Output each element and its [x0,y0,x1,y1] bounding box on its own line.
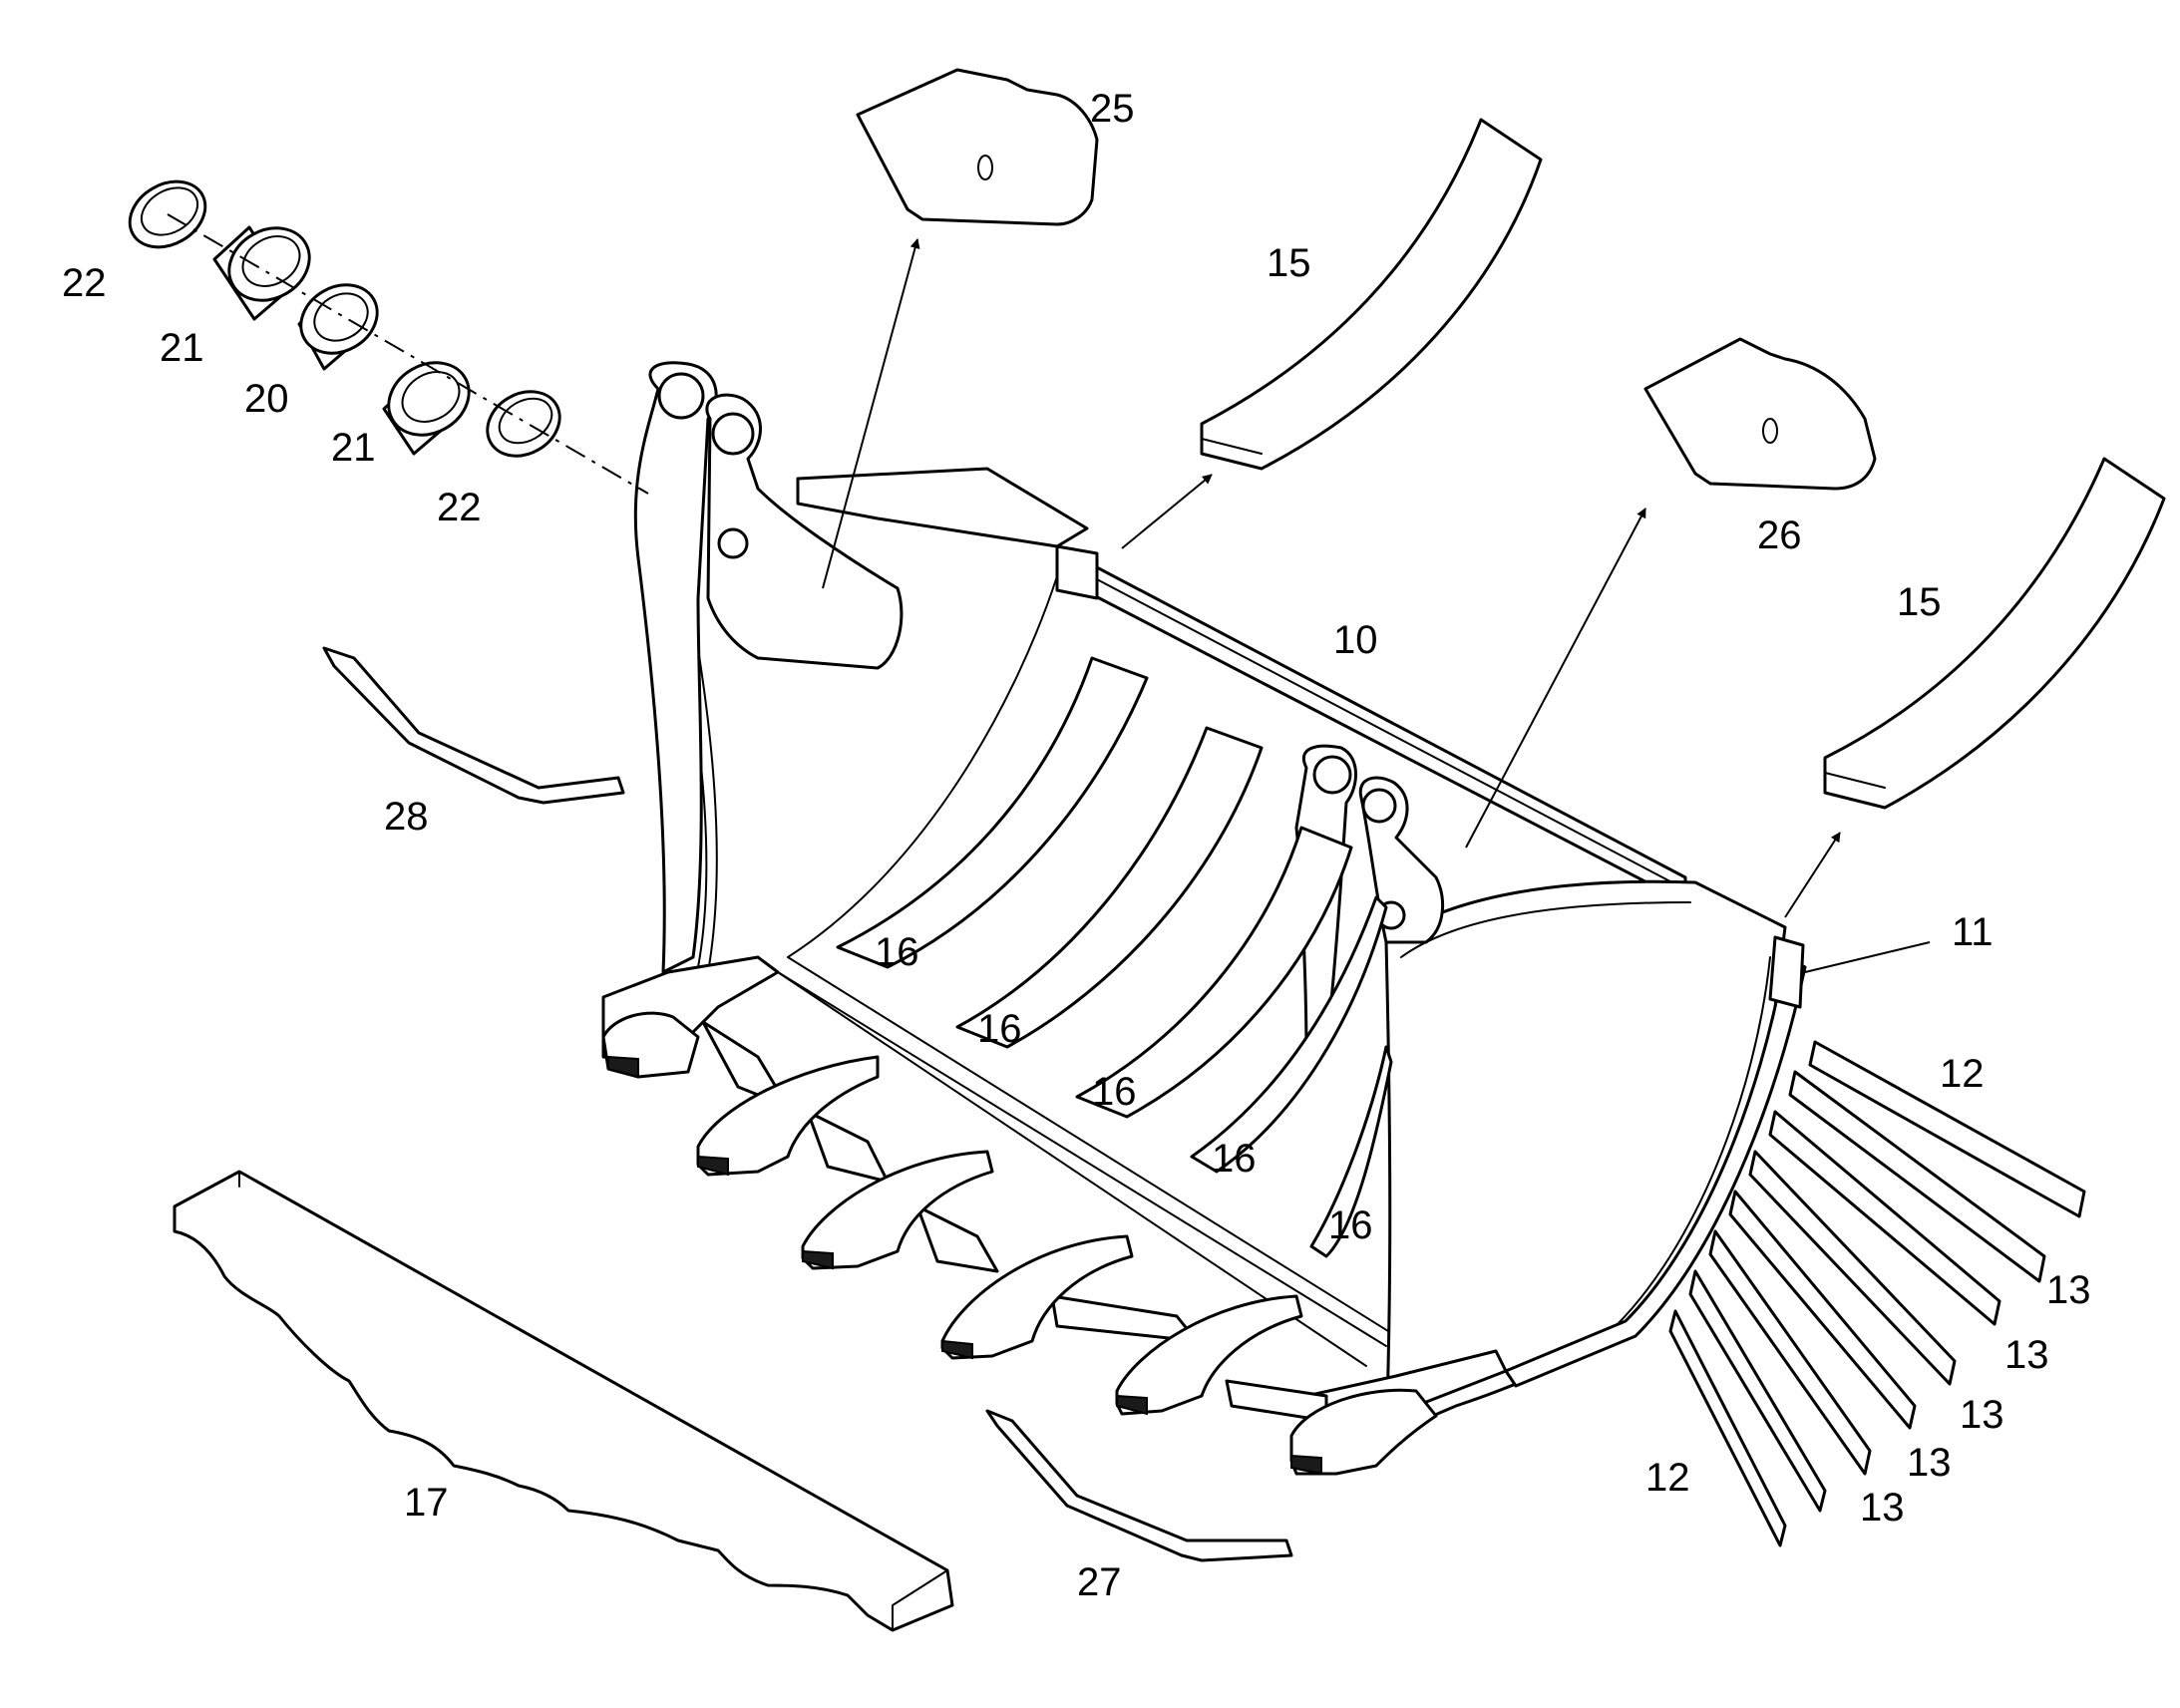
label-16a: 16 [875,930,919,974]
part-27 [985,1409,1293,1562]
label-22a: 22 [62,261,107,305]
label-13b: 13 [2004,1333,2049,1377]
label-16d: 16 [1212,1137,1257,1181]
label-16e: 16 [1328,1203,1373,1247]
label-22b: 22 [437,486,482,529]
wear-strips-16 [836,656,1393,1258]
label-21a: 21 [160,326,204,370]
label-25: 25 [1090,87,1135,131]
label-16b: 16 [977,1007,1022,1051]
part-26-plate [1643,337,1877,491]
explosion-arrows [822,238,1931,973]
pin-assembly [128,179,649,495]
label-21b: 21 [331,426,376,470]
bucket-body [677,544,1807,1438]
part-25-plate [856,68,1099,226]
label-26: 26 [1757,513,1802,557]
label-12a: 12 [1940,1052,1985,1096]
left-lift-bracket [601,361,1099,1064]
label-17: 17 [404,1481,449,1525]
part-15-upper [1200,118,1543,471]
label-20: 20 [244,377,289,421]
label-15a: 15 [1267,241,1311,285]
label-12b: 12 [1645,1456,1690,1500]
label-13c: 13 [1960,1393,2004,1437]
teeth-row [601,971,1438,1476]
label-28: 28 [384,795,429,839]
label-11: 11 [1952,910,1994,954]
label-16c: 16 [1092,1070,1137,1114]
part-15-lower [1823,457,2166,810]
part-labels: 25 15 22 21 20 21 22 26 15 10 28 11 16 1… [62,87,2091,1604]
label-27: 27 [1077,1560,1122,1604]
label-13a: 13 [2046,1268,2091,1312]
label-15b: 15 [1897,580,1942,624]
label-13e: 13 [1860,1486,1905,1530]
strips-12-13 [1668,1040,2086,1547]
part-17-segment-edge [173,1170,954,1632]
part-28 [322,646,625,805]
label-13d: 13 [1907,1441,1952,1485]
label-10: 10 [1333,618,1378,662]
